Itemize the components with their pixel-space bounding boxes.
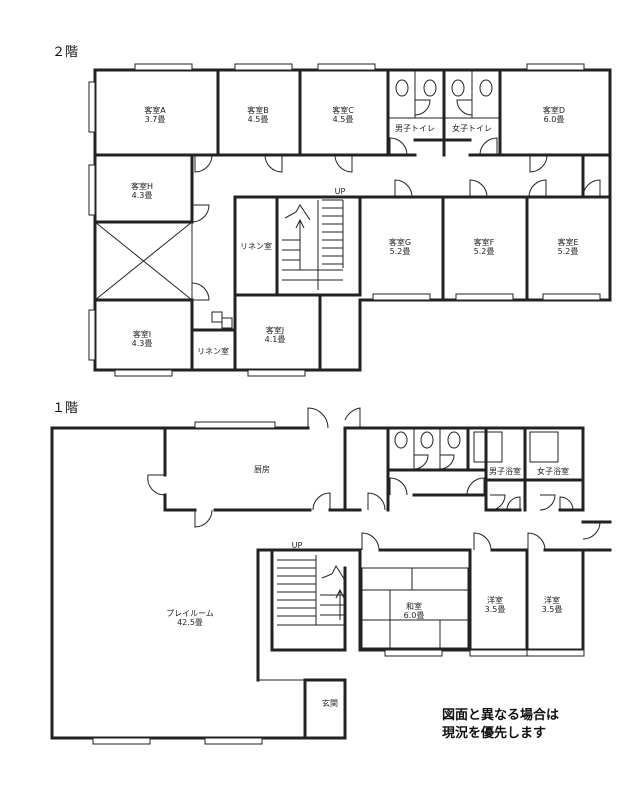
washitsu-size: 6.0畳 [404, 611, 425, 620]
room-h-size: 4.3畳 [132, 191, 153, 200]
room-i-size: 4.3畳 [132, 339, 153, 348]
room-e-size: 5.2畳 [558, 247, 579, 256]
notice-line-2: 現況を優先します [442, 725, 546, 741]
notice-line-1: 図面と異なる場合は [442, 707, 559, 723]
playroom-name: プレイルーム [166, 609, 214, 618]
room-c-name: 客室C [332, 105, 354, 115]
womens-toilet-label: 女子トイレ [452, 123, 492, 133]
western-room-1-name: 洋室 [487, 595, 503, 605]
kitchen-label: 厨房 [254, 464, 270, 474]
room-g-size: 5.2畳 [390, 247, 411, 256]
floor-1-walls [50, 426, 612, 740]
floor-2-stairs-up: UP [335, 187, 346, 196]
room-f-name: 客室F [474, 237, 495, 247]
room-b-size: 4.5畳 [248, 115, 269, 124]
floor-1-stairs-up: UP [292, 541, 303, 550]
floor-1-doors [147, 407, 601, 551]
room-j-size: 4.1畳 [265, 335, 286, 344]
western-room-2-name: 洋室 [544, 595, 560, 605]
room-b-name: 客室B [247, 105, 269, 115]
room-h-name: 客室H [131, 181, 153, 191]
floor-1-label: １階 [52, 401, 78, 416]
floor-2-toilet-fixtures [395, 79, 493, 116]
mens-bath-label: 男子浴室 [489, 466, 521, 476]
room-d-name: 客室D [543, 105, 565, 115]
floor-2-stairs [282, 199, 344, 290]
floor-2-label: ２階 [52, 45, 78, 60]
room-i-name: 客室I [133, 329, 151, 339]
playroom-size: 42.5畳 [177, 618, 203, 627]
mens-toilet-label: 男子トイレ [395, 124, 435, 133]
room-a-name: 客室A [144, 105, 166, 115]
entrance-label: 玄関 [322, 698, 338, 708]
room-f-size: 5.2畳 [474, 247, 495, 256]
room-c-size: 4.5畳 [333, 115, 354, 124]
womens-bath-label: 女子浴室 [537, 466, 569, 476]
room-a-size: 3.7畳 [145, 115, 166, 124]
room-e-name: 客室E [557, 237, 578, 247]
western-room-2-size: 3.5畳 [542, 605, 563, 614]
linen-room-1-label: リネン室 [240, 241, 272, 251]
room-j-name: 客室J [266, 325, 284, 335]
floor-2-walls [93, 68, 612, 372]
washitsu-name: 和室 [406, 601, 422, 611]
floor-2-doors [191, 137, 601, 329]
floor-2-windows [88, 63, 601, 377]
room-g-name: 客室G [389, 237, 411, 247]
floor-1-windows [92, 421, 585, 745]
linen-room-2-label: リネン室 [197, 346, 229, 356]
western-room-1-size: 3.5畳 [485, 605, 506, 614]
room-d-size: 6.0畳 [544, 115, 565, 124]
